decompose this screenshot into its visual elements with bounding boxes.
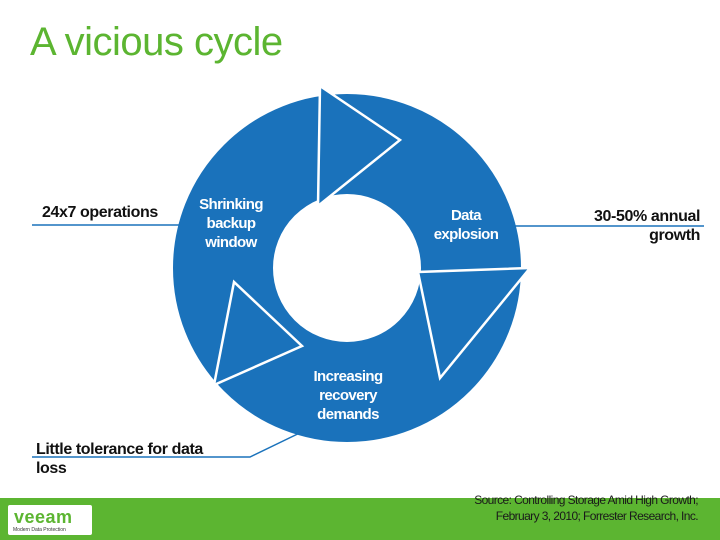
source-line: February 3, 2010; Forrester Research, In… (495, 509, 699, 523)
segment-label-line: explosion (433, 226, 499, 243)
callout-line: growth (649, 227, 700, 244)
callout-line: Little tolerance for data (36, 441, 203, 458)
logo-tagline: Modern Data Protection (13, 527, 66, 533)
segment-label-line: backup (206, 215, 257, 232)
segment-label-line: Shrinking (199, 196, 263, 213)
callout-little-tolerance: Little tolerance for data loss (36, 440, 236, 478)
footer-bar (0, 498, 720, 540)
source-line: Source: Controlling Storage Amid High Gr… (474, 493, 698, 507)
segment-label-shrinking-backup-window: Shrinking backup window (186, 195, 276, 252)
cycle-arrow-top (316, 83, 403, 209)
segment-label-line: window (205, 234, 257, 251)
callout-annual-growth: 30-50% annual growth (560, 207, 700, 245)
source-citation: Source: Controlling Storage Amid High Gr… (474, 492, 698, 524)
segment-label-line: demands (317, 406, 379, 423)
callout-24x7-operations: 24x7 operations (42, 204, 158, 221)
callout-line: loss (36, 460, 67, 477)
cycle-arrow-left (212, 279, 305, 388)
leader-line-left-bottom (32, 427, 311, 458)
segment-label-data-explosion: Data explosion (420, 206, 512, 244)
segment-label-line: recovery (319, 387, 377, 404)
segment-label-line: Data (450, 207, 482, 224)
veeam-logo: veeam Modern Data Protection (8, 505, 92, 535)
segment-label-increasing-recovery-demands: Increasing recovery demands (300, 367, 396, 424)
page-title: A vicious cycle (30, 20, 283, 64)
segment-label-line: Increasing (313, 368, 383, 385)
callout-line: 30-50% annual (594, 208, 700, 225)
logo-wordmark: veeam (14, 507, 73, 527)
cycle-arrow-right (416, 266, 533, 381)
